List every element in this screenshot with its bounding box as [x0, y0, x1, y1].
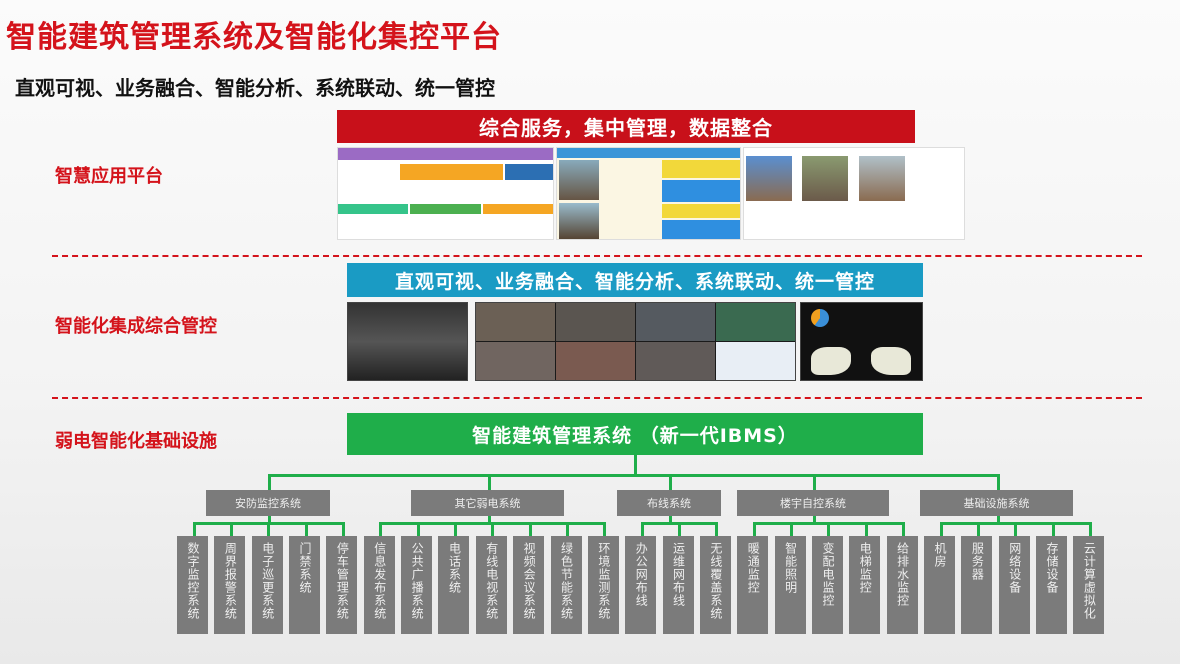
subsystem-box: 绿色节能系统 [550, 536, 582, 634]
connector-line [790, 522, 794, 536]
connector-line [566, 522, 569, 536]
subsystem-box: 有线电视系统 [475, 536, 507, 634]
category-box: 楼宇自控系统 [737, 490, 889, 516]
subsystem-box: 无线覆盖系统 [699, 536, 731, 634]
layer-label-app-platform: 智慧应用平台 [55, 166, 163, 187]
connector-line [634, 455, 637, 476]
banner-integrated-control: 直观可视、业务融合、智能分析、系统联动、统一管控 [347, 263, 923, 297]
subsystem-box: 办公网布线 [625, 536, 657, 634]
connector-line [491, 522, 495, 536]
connector-line [192, 522, 196, 536]
connector-line [487, 516, 491, 524]
video-wall [475, 302, 796, 381]
banner-ibms: 智能建筑管理系统 （新一代IBMS） [347, 413, 923, 455]
subsystem-box: 视频会议系统 [513, 536, 545, 634]
connector-line [268, 474, 271, 490]
connector-line [268, 474, 999, 477]
subsystem-box: 存储设备 [1036, 536, 1068, 634]
page-subtitle: 直观可视、业务融合、智能分析、系统联动、统一管控 [15, 76, 495, 100]
connector-line [813, 516, 816, 524]
subsystem-box: 门禁系统 [289, 536, 321, 634]
connector-line [528, 522, 532, 536]
divider-line [52, 397, 1142, 399]
page-title: 智能建筑管理系统及智能化集控平台 [6, 20, 502, 55]
3d-building-view [347, 302, 468, 381]
subsystem-box: 机房 [924, 536, 955, 634]
connector-line [453, 522, 457, 536]
analytics-dashboard [800, 302, 923, 381]
layer-label-infrastructure: 弱电智能化基础设施 [55, 431, 217, 452]
subsystem-box: 周界报警系统 [214, 536, 246, 634]
connector-line [268, 516, 271, 524]
connector-line [976, 522, 980, 536]
connector-line [603, 522, 607, 536]
subsystem-box: 公共广播系统 [401, 536, 433, 634]
connector-line [669, 474, 672, 490]
subsystem-box: 云计算虚拟化 [1073, 536, 1105, 634]
connector-line [902, 522, 906, 536]
connector-line [752, 522, 756, 536]
subsystem-box: 给排水监控 [886, 536, 918, 634]
dashboard-screenshot [337, 147, 554, 240]
subsystem-box: 变配电监控 [811, 536, 843, 634]
subsystem-box: 暖通监控 [737, 536, 769, 634]
connector-line [640, 522, 644, 536]
subsystem-box: 环境监测系统 [587, 536, 619, 634]
connector-line [939, 522, 943, 536]
connector-line [416, 522, 420, 536]
connector-line [996, 474, 1000, 490]
banner-app-platform: 综合服务，集中管理，数据整合 [337, 110, 915, 143]
building-photos [743, 147, 965, 240]
subsystem-box: 运维网布线 [662, 536, 694, 634]
connector-line [487, 474, 491, 490]
subsystem-box: 电子巡更系统 [251, 536, 283, 634]
subsystem-box: 信息发布系统 [363, 536, 395, 634]
connector-line [678, 522, 682, 536]
subsystem-box: 停车管理系统 [326, 536, 358, 634]
category-box: 安防监控系统 [206, 490, 330, 516]
connector-line [715, 522, 719, 536]
subsystem-box: 智能照明 [774, 536, 806, 634]
subsystem-box: 电梯监控 [849, 536, 881, 634]
connector-line [813, 474, 816, 490]
connector-line [1014, 522, 1018, 536]
divider-line [52, 255, 1142, 257]
subsystem-box: 网络设备 [998, 536, 1030, 634]
connector-line [1051, 522, 1055, 536]
connector-line [669, 516, 672, 524]
category-box: 基础设施系统 [920, 490, 1073, 516]
layer-label-integrated-control: 智能化集成综合管控 [55, 316, 217, 337]
connector-line [341, 522, 345, 536]
connector-line [864, 522, 868, 536]
connector-line [229, 522, 233, 536]
subsystem-box: 数字监控系统 [177, 536, 208, 634]
connector-line [996, 516, 1000, 524]
connector-line [1088, 522, 1092, 536]
connector-line [267, 522, 271, 536]
category-box: 其它弱电系统 [411, 490, 564, 516]
category-box: 布线系统 [617, 490, 721, 516]
connector-line [827, 522, 831, 536]
subsystem-box: 电话系统 [438, 536, 470, 634]
connector-line [304, 522, 308, 536]
connector-line [379, 522, 383, 536]
building-info-screenshot [556, 147, 741, 240]
subsystem-box: 服务器 [961, 536, 993, 634]
